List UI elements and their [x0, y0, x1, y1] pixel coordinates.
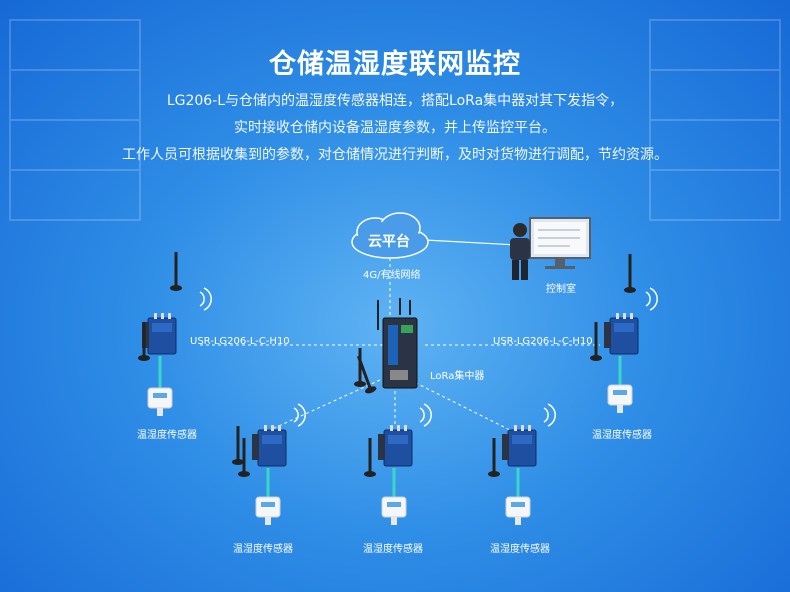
- control-room-label: 控制室: [546, 284, 576, 295]
- description-line-1: LG206-L与仓储内的温湿度传感器相连，搭配LoRa集中器对其下发指令，: [166, 93, 624, 109]
- lg206-device-bottom-left-icon: [230, 403, 306, 479]
- sensor-top-left-icon: [147, 387, 173, 417]
- sensor-label-top-left: 温湿度传感器: [137, 430, 197, 441]
- device-label-right: USR-LG206-L-C-H10: [493, 336, 593, 347]
- sensor-bottom-right-icon: [505, 496, 531, 526]
- bottom-right-link: [409, 379, 511, 431]
- page-title: 仓储温湿度联网监控: [269, 49, 521, 80]
- lg206-device-bottom-right-icon: [486, 403, 556, 479]
- network-label: 4G/有线网络: [363, 270, 421, 281]
- sensor-label-top-right: 温湿度传感器: [592, 430, 652, 441]
- sensor-label-bottom-center: 温湿度传感器: [363, 544, 423, 555]
- sensor-bottom-center-icon: [381, 496, 407, 526]
- bottom-left-link: [269, 379, 381, 431]
- lora-concentrator-icon: [351, 298, 418, 397]
- description-line-3: 工作人员可根据收集到的参数，对仓储情况进行判断，及时对货物进行调配，节约资源。: [122, 147, 668, 163]
- concentrator-label: LoRa集中器: [430, 371, 485, 382]
- cloud-icon: [351, 212, 429, 259]
- sensor-top-right-icon: [607, 384, 633, 414]
- description-line-2: 实时接收仓储内设备温湿度参数，并上传监控平台。: [234, 120, 556, 136]
- lg206-device-top-right-icon: [588, 252, 658, 363]
- lg206-device-bottom-center-icon: [362, 403, 432, 479]
- monitor-icon: [529, 217, 591, 269]
- sensor-label-bottom-right: 温湿度传感器: [490, 544, 550, 555]
- sensor-bottom-left-icon: [255, 496, 281, 526]
- warehouse-background-image: [9, 19, 781, 221]
- operator-icon: [510, 223, 530, 280]
- sensor-label-bottom-left: 温湿度传感器: [233, 544, 293, 555]
- device-label-left: USR-LG206-L-C-H10: [190, 336, 290, 347]
- cloud-label: 云平台: [368, 234, 410, 250]
